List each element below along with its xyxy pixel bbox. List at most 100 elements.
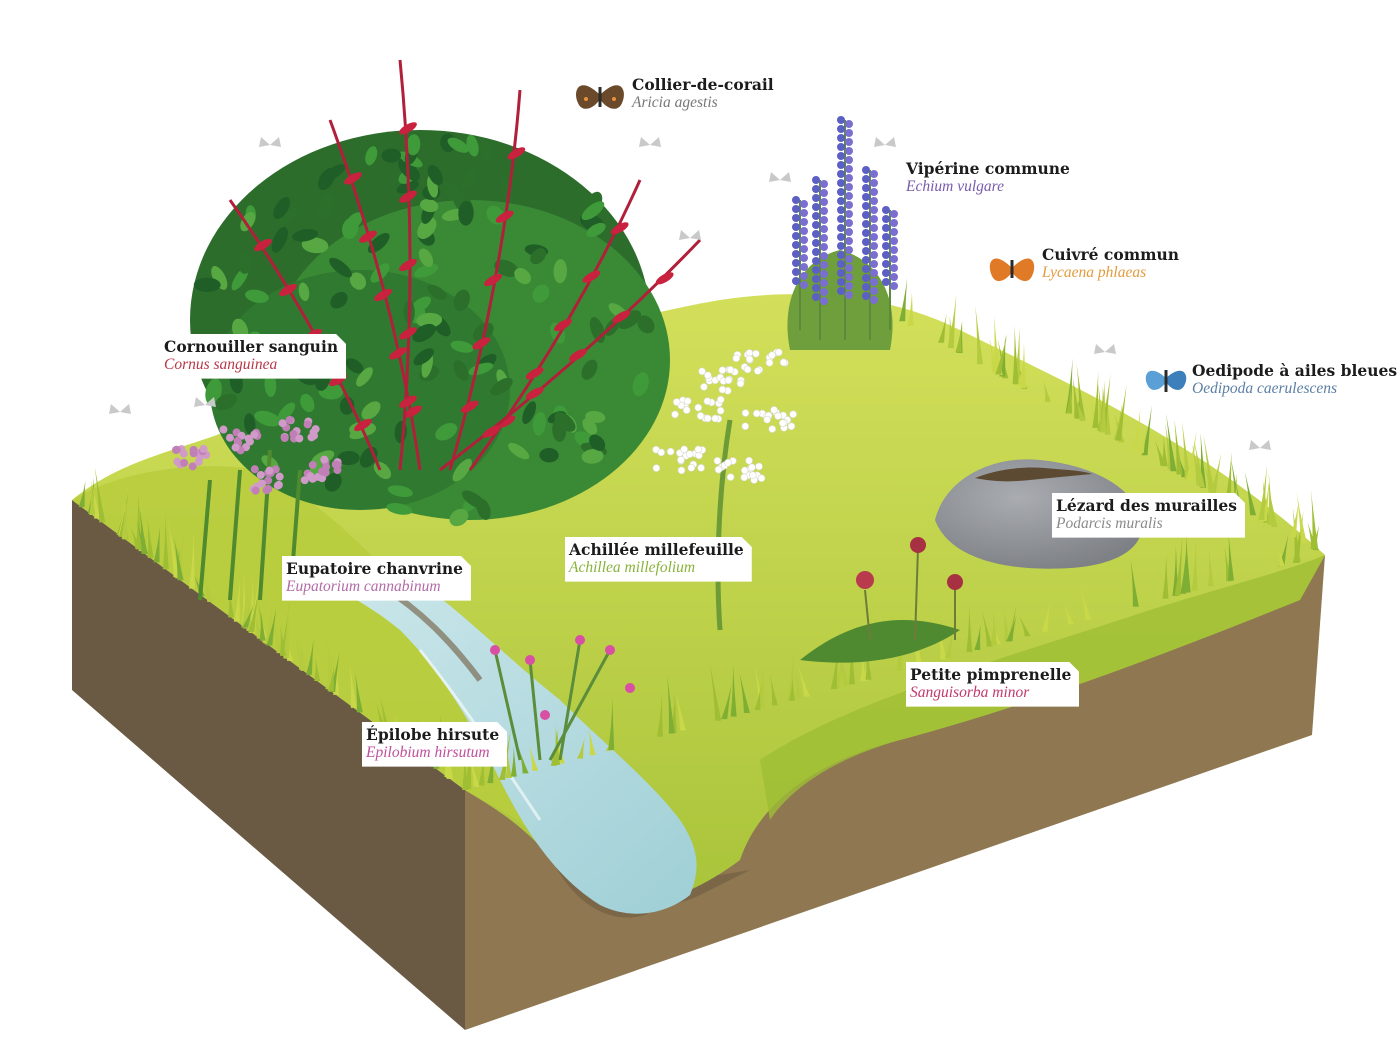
common-name: Épilobe hirsute bbox=[366, 725, 500, 744]
grass-blade bbox=[1100, 379, 1107, 433]
shrub-leaf bbox=[419, 198, 439, 213]
label-achillee-millefeuille: Achillée millefeuille Achillea millefoli… bbox=[565, 537, 752, 582]
soil-front-face bbox=[465, 555, 1325, 1030]
grass-blade bbox=[189, 532, 196, 589]
echium-floret bbox=[837, 143, 845, 151]
achillea-floret bbox=[726, 366, 735, 374]
shrub-leaf bbox=[271, 226, 288, 253]
eupatorium-floret bbox=[322, 462, 331, 471]
echium-floret bbox=[845, 219, 853, 227]
shrub-leaf bbox=[324, 472, 342, 492]
grass-blade bbox=[272, 616, 283, 654]
achillea-floret bbox=[757, 474, 766, 483]
eupatorium-floret bbox=[295, 434, 304, 443]
achillea-floret bbox=[741, 422, 750, 431]
epilobium-stems bbox=[493, 639, 612, 761]
grass-blade bbox=[279, 624, 286, 656]
grass-blade bbox=[1209, 453, 1222, 494]
grass-blade bbox=[758, 660, 765, 709]
grass-blade bbox=[233, 579, 240, 622]
grass-blade bbox=[94, 467, 106, 523]
echium-floret bbox=[800, 209, 808, 217]
eupatorium-floret bbox=[172, 445, 181, 454]
shrub-red-leaf bbox=[612, 310, 631, 323]
eupatorium-floret bbox=[256, 470, 265, 479]
grass-blade bbox=[89, 480, 96, 516]
shrub-leaf bbox=[450, 340, 474, 353]
achillea-floret bbox=[753, 367, 762, 375]
shrub-leaf bbox=[586, 222, 606, 238]
grass-blade bbox=[837, 643, 850, 686]
grass-blade bbox=[329, 652, 340, 692]
achillea-floret bbox=[677, 456, 685, 464]
common-name: Eupatoire chanvrine bbox=[286, 559, 463, 578]
grass-blade bbox=[314, 657, 321, 681]
echium-floret bbox=[837, 206, 845, 214]
grass-blade bbox=[1179, 457, 1188, 478]
echium-floret bbox=[870, 296, 878, 304]
achillea-floret bbox=[736, 379, 745, 388]
latin-name: Lycaena phlaeas bbox=[1042, 263, 1147, 281]
echium-floret bbox=[845, 174, 853, 182]
grass-blade bbox=[1182, 421, 1191, 480]
achillea-floret bbox=[778, 419, 787, 427]
grass-blade bbox=[1224, 547, 1232, 582]
shrub-red-leaf bbox=[525, 387, 544, 400]
grass-blade bbox=[1184, 534, 1191, 593]
grass-blade bbox=[349, 662, 357, 708]
grass-blade bbox=[305, 638, 314, 675]
shrub-red-leaf bbox=[554, 318, 572, 332]
echium-floret bbox=[837, 278, 845, 286]
grass-blade bbox=[1244, 471, 1257, 516]
grass-blade bbox=[770, 675, 778, 706]
label-eupatoire-chanvrine: Eupatoire chanvrine Eupatorium cannabinu… bbox=[282, 556, 471, 601]
shrub-leaf bbox=[539, 448, 559, 463]
achillea-floret bbox=[704, 371, 712, 380]
achillea-floret bbox=[755, 462, 763, 471]
grass-blade bbox=[241, 592, 248, 628]
grass-blade bbox=[911, 608, 923, 666]
shrub-red-leaf bbox=[354, 418, 372, 432]
echium-floret bbox=[862, 238, 870, 246]
echium-floret bbox=[870, 224, 878, 232]
shrub-red-leaf bbox=[497, 415, 516, 428]
echium-floret bbox=[870, 260, 878, 268]
grass-blade bbox=[202, 567, 214, 602]
shrub-leaf bbox=[461, 490, 486, 509]
achillea-floret bbox=[775, 348, 783, 357]
latin-name: Podarcis muralis bbox=[1056, 514, 1163, 532]
grass-blade bbox=[667, 675, 675, 734]
echium-floret bbox=[882, 251, 890, 259]
echium-floret bbox=[820, 189, 828, 197]
grass-blade bbox=[608, 698, 615, 751]
shrub-leaf bbox=[278, 207, 299, 227]
grass-blade bbox=[1130, 558, 1139, 607]
grass-blade bbox=[1261, 481, 1270, 522]
echium-floret bbox=[792, 241, 800, 249]
shrub-leaf bbox=[532, 284, 550, 303]
shrub-leaf bbox=[349, 272, 367, 290]
echium-floret bbox=[800, 281, 808, 289]
grass-blade bbox=[955, 321, 962, 353]
achillea-floret bbox=[740, 473, 749, 482]
grass-blade bbox=[1278, 546, 1285, 567]
shrub-leaf bbox=[522, 401, 537, 425]
shrub-leaf bbox=[214, 393, 238, 411]
eupatorium-floret bbox=[303, 420, 312, 429]
grass-blade bbox=[995, 333, 1008, 375]
grass-blade bbox=[446, 734, 453, 779]
grass-blade bbox=[721, 683, 732, 720]
shrub-leaf bbox=[494, 259, 519, 277]
achillea-floret bbox=[745, 456, 753, 465]
grass-blade bbox=[1296, 493, 1307, 544]
echium-floret bbox=[862, 193, 870, 201]
echium-floret bbox=[845, 210, 853, 218]
grass-blade bbox=[944, 626, 954, 659]
grass-blade bbox=[1079, 586, 1092, 620]
echium-floret bbox=[812, 221, 820, 229]
echium-floret bbox=[837, 188, 845, 196]
grass-blade bbox=[907, 292, 914, 326]
shrub-leaf bbox=[581, 449, 604, 464]
grass-blade bbox=[670, 692, 677, 733]
echium-floret bbox=[837, 152, 845, 160]
